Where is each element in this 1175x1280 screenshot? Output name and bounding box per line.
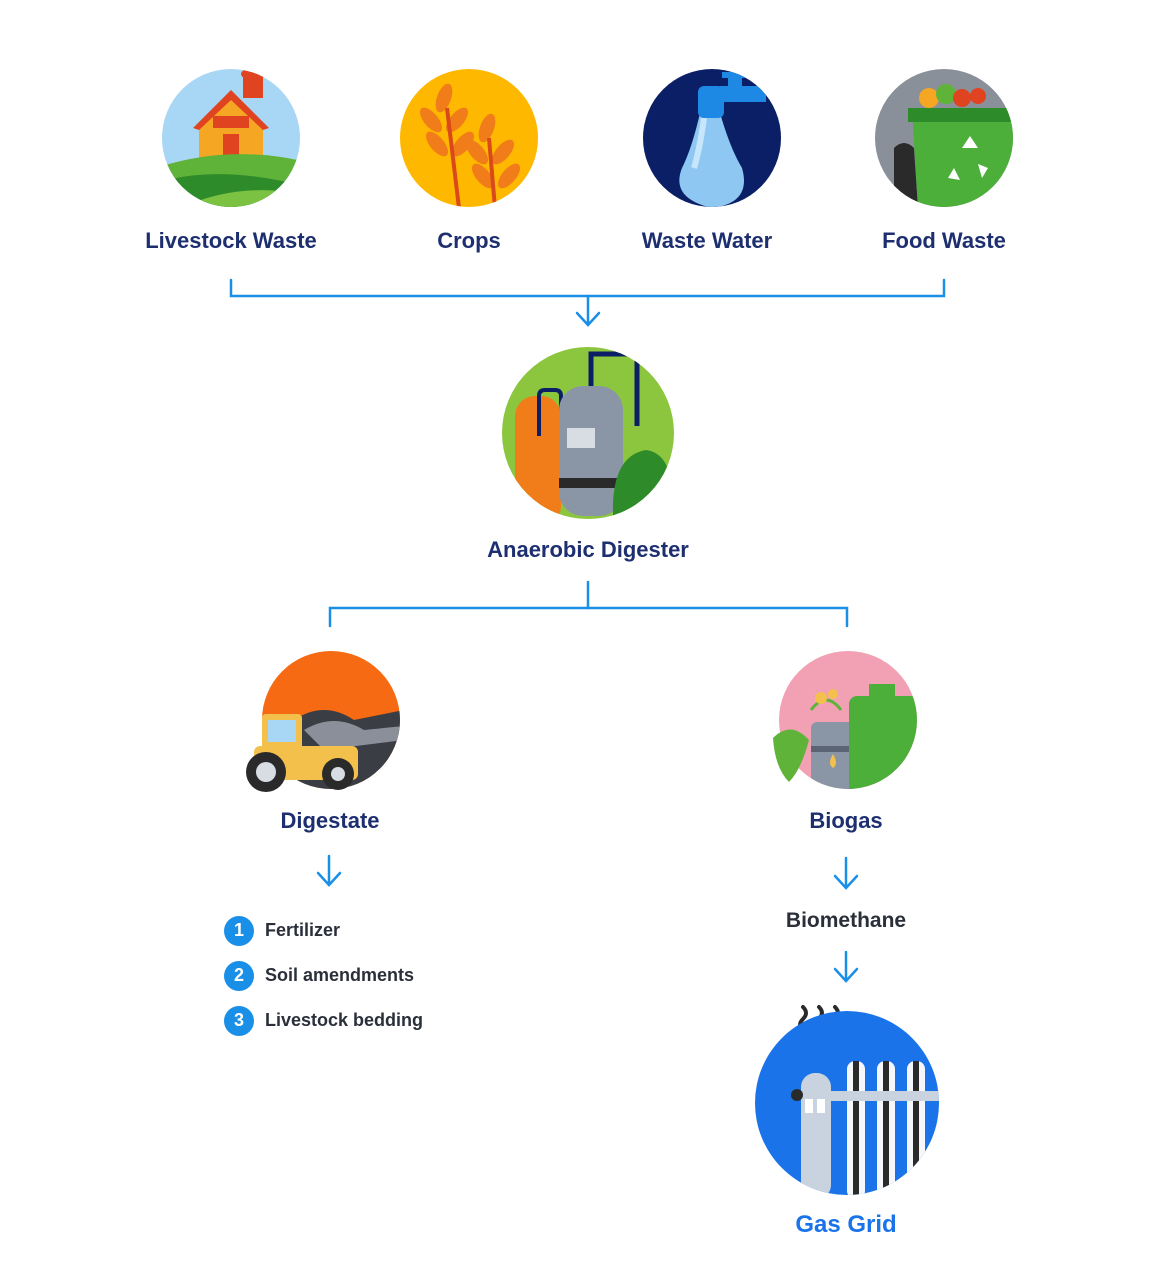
use-label: Livestock bedding xyxy=(265,1010,424,1030)
arrow-down-icon xyxy=(833,874,859,890)
digester-label: Anaerobic Digester xyxy=(487,537,689,562)
use-label: Fertilizer xyxy=(265,920,341,940)
source-label-food-waste: Food Waste xyxy=(882,228,1006,253)
arrow-down-icon xyxy=(575,311,601,327)
tractor-icon xyxy=(244,650,404,805)
split-line-right xyxy=(586,606,849,628)
digestate-uses-list: 1 Fertilizer 2 Soil amendments 3 Livesto… xyxy=(224,908,423,1043)
source-label-waste-water: Waste Water xyxy=(641,228,773,253)
arrow-down-icon xyxy=(833,967,859,983)
step-number-badge: 1 xyxy=(224,915,254,946)
sources-merge-line xyxy=(229,278,946,298)
radiator-icon xyxy=(755,1003,941,1204)
barn-icon xyxy=(161,68,301,213)
list-item: 3 Livestock bedding xyxy=(224,998,423,1043)
biomethane-label: Biomethane xyxy=(785,909,907,932)
use-label: Soil amendments xyxy=(265,965,415,985)
arrow-down-icon xyxy=(316,871,342,887)
step-number-badge: 2 xyxy=(224,960,254,991)
digester-tank-icon xyxy=(501,346,675,525)
split-line-left xyxy=(328,580,590,628)
faucet-icon xyxy=(642,68,782,213)
biogas-label: Biogas xyxy=(809,808,883,833)
step-number-badge: 3 xyxy=(224,1005,254,1036)
list-item: 2 Soil amendments xyxy=(224,953,423,998)
digestate-label: Digestate xyxy=(280,808,380,833)
wheat-icon xyxy=(399,68,539,213)
source-label-crops: Crops xyxy=(437,228,501,253)
list-item: 1 Fertilizer xyxy=(224,908,423,953)
recycling-bin-icon xyxy=(874,68,1014,213)
source-label-livestock-waste: Livestock Waste xyxy=(145,228,317,253)
fuel-can-icon xyxy=(771,650,921,795)
gas-grid-label: Gas Grid xyxy=(795,1211,897,1238)
